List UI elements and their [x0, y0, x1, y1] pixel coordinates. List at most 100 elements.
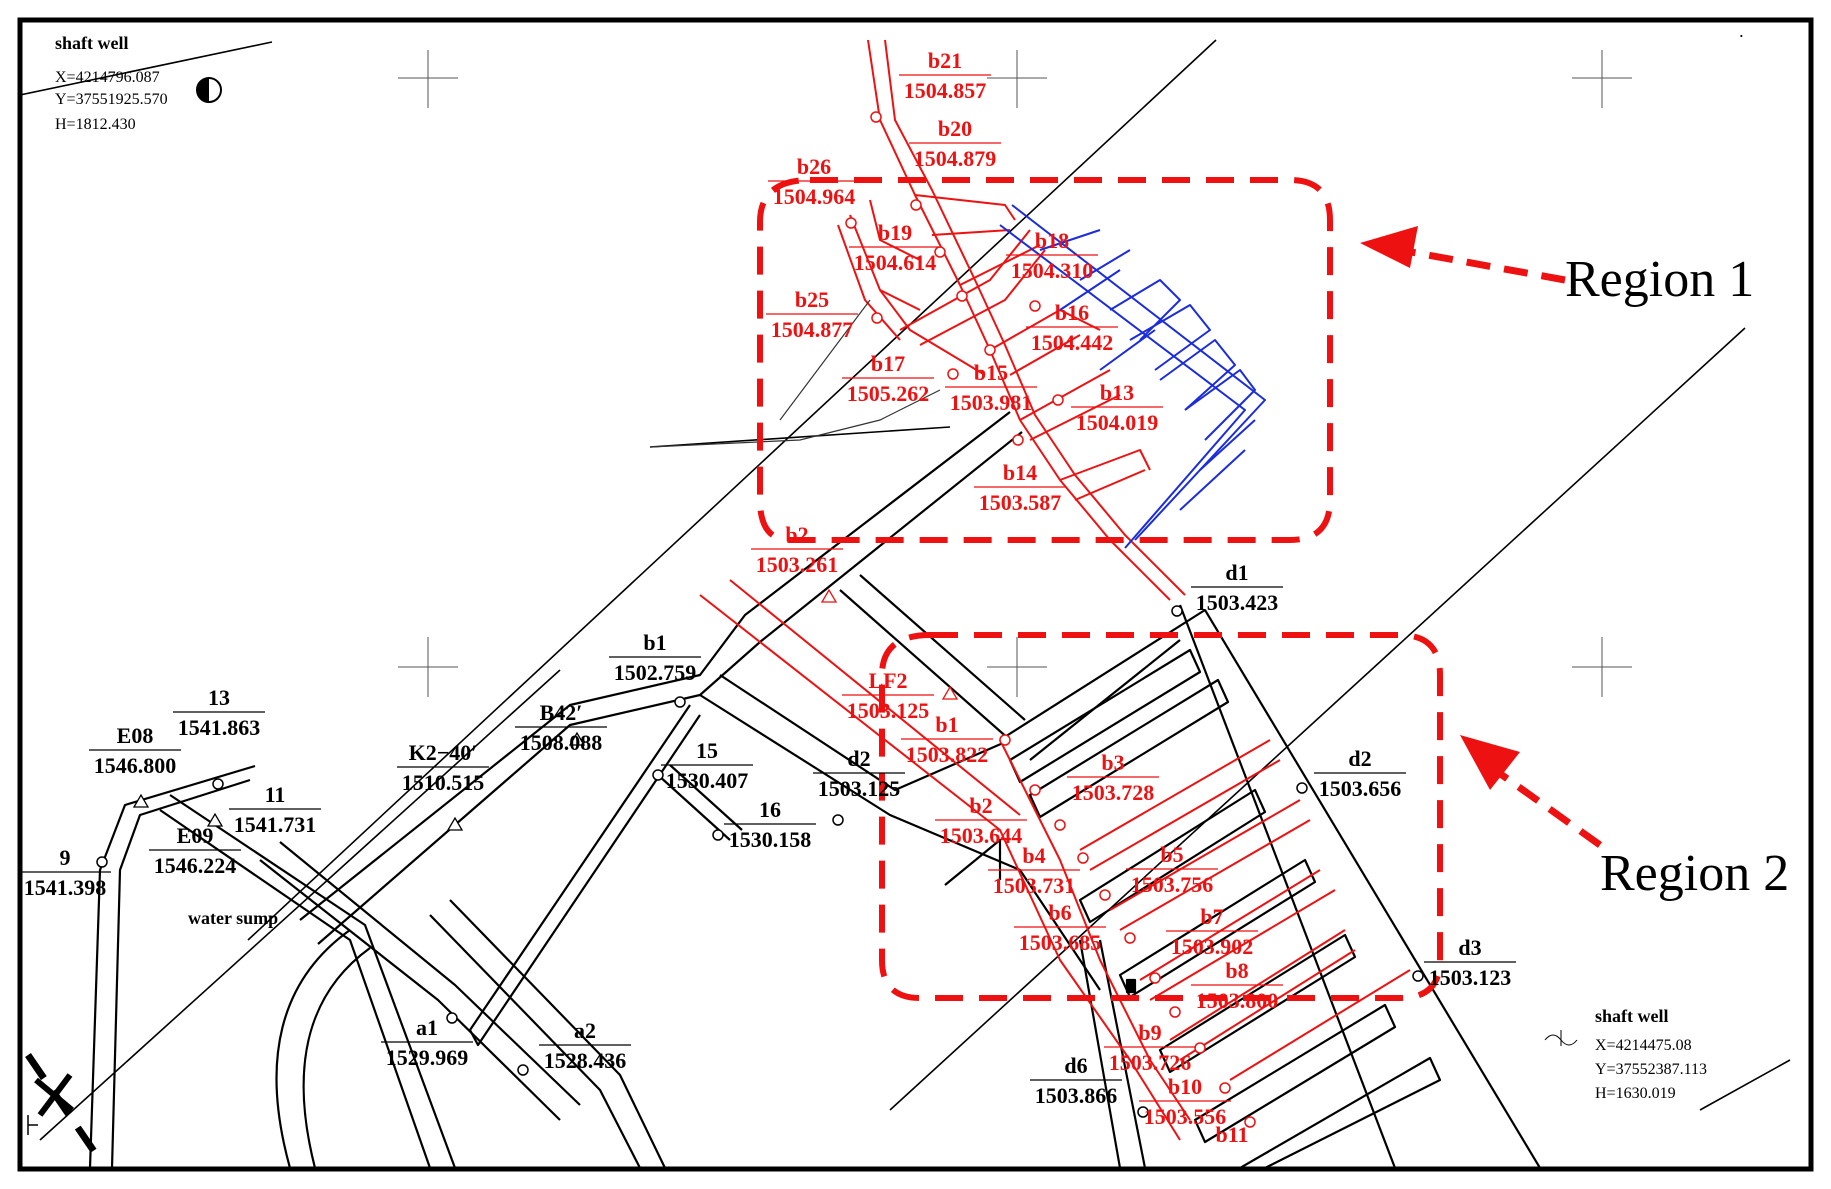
- point-name-d2mid: d2: [847, 746, 870, 771]
- point-elevation-b3: 1503.728: [1072, 780, 1155, 805]
- point-name-p16: 16: [759, 797, 781, 822]
- point-elevation-d1: 1503.423: [1196, 590, 1279, 615]
- point-name-a2: a2: [574, 1018, 596, 1043]
- point-elevation-b9: 1503.726: [1109, 1050, 1192, 1075]
- point-name-b7: b7: [1200, 904, 1223, 929]
- shaft-1-title: shaft well: [55, 33, 129, 53]
- point-name-b1red: b1: [935, 712, 958, 737]
- point-elevation-b6: 1503.685: [1019, 930, 1102, 955]
- point-elevation-b26: 1504.964: [773, 184, 856, 209]
- point-elevation-b14: 1503.587: [979, 490, 1062, 515]
- water-sump-label: water sump: [188, 908, 278, 928]
- region-1-label: Region 1: [1565, 251, 1754, 308]
- region-boxes: [757, 177, 1443, 1001]
- point-elevation-d2right: 1503.656: [1319, 776, 1402, 801]
- point-elevation-p9: 1541.398: [24, 875, 107, 900]
- tunnels-black: [88, 411, 1541, 1167]
- point-name-b6: b6: [1048, 900, 1071, 925]
- point-name-p15: 15: [696, 738, 718, 763]
- shaft-2-x: X=4214475.08: [1595, 1037, 1692, 1054]
- point-name-d6: d6: [1064, 1053, 1087, 1078]
- point-name-d2right: d2: [1348, 746, 1371, 771]
- point-elevation-b1blk: 1502.759: [614, 660, 697, 685]
- point-labels: b211504.857b201504.879b261504.964b191504…: [19, 48, 1516, 1147]
- survey-points-red: [845, 111, 1256, 1128]
- point-name-b16: b16: [1055, 300, 1089, 325]
- top-right-mark: ˙: [1738, 31, 1745, 53]
- shaft-well-icon: [196, 77, 222, 103]
- point-name-b4: b4: [1022, 843, 1045, 868]
- point-name-p9: 9: [60, 845, 71, 870]
- point-elevation-e09: 1546.224: [154, 853, 237, 878]
- point-name-lf2: LF2: [868, 668, 907, 693]
- point-name-b15: b15: [974, 360, 1008, 385]
- point-name-b10: b10: [1168, 1074, 1202, 1099]
- point-elevation-a1: 1529.969: [386, 1045, 469, 1070]
- point-elevation-b25: 1504.877: [771, 317, 854, 342]
- point-name-e09: E09: [177, 823, 214, 848]
- arrow-head-1: [1360, 226, 1418, 268]
- point-elevation-b19: 1504.614: [854, 250, 937, 275]
- point-name-b2top: b2: [785, 522, 808, 547]
- point-elevation-b5: 1503.756: [1131, 872, 1214, 897]
- point-elevation-b2red: 1503.644: [940, 823, 1023, 848]
- point-name-b3: b3: [1101, 750, 1124, 775]
- point-name-p11: 11: [265, 782, 286, 807]
- survey-points: [96, 605, 1424, 1118]
- point-elevation-b18: 1504.310: [1011, 258, 1094, 283]
- point-elevation-b4: 1503.731: [993, 873, 1076, 898]
- map-frame: [17, 17, 1814, 1172]
- point-name-b20: b20: [938, 116, 972, 141]
- grid-crosses: [398, 50, 1632, 697]
- survey-triangles-red: [820, 588, 959, 700]
- point-elevation-p15: 1530.407: [666, 768, 749, 793]
- boundary-marker: [25, 1053, 103, 1162]
- point-name-b14: b14: [1003, 460, 1037, 485]
- point-elevation-d3: 1503.123: [1429, 965, 1512, 990]
- point-elevation-b42: 1508.088: [520, 730, 603, 755]
- shaft-1-h: H=1812.430: [55, 116, 136, 133]
- arrow-head-2: [1460, 735, 1520, 790]
- shaft-2-title: shaft well: [1595, 1006, 1669, 1026]
- point-name-d1: d1: [1225, 560, 1248, 585]
- point-elevation-b1red: 1503.822: [906, 742, 989, 767]
- point-elevation-d2mid: 1503.125: [818, 776, 901, 801]
- region-2-box: [879, 632, 1443, 1001]
- region-arrows: [1360, 226, 1603, 848]
- point-elevation-b21: 1504.857: [904, 78, 987, 103]
- point-elevation-b8: 1503.800: [1196, 988, 1279, 1013]
- connector-lines: [649, 299, 941, 448]
- shaft-well-icon-2: [1544, 1030, 1578, 1046]
- point-elevation-b20: 1504.879: [914, 146, 997, 171]
- survey-triangles: [132, 731, 586, 831]
- point-elevation-b17: 1505.262: [847, 381, 930, 406]
- point-elevation-p16: 1530.158: [729, 827, 812, 852]
- point-elevation-p13: 1541.863: [178, 715, 261, 740]
- shaft-2-y: Y=37552387.113: [1595, 1061, 1707, 1078]
- point-name-e08: E08: [117, 723, 154, 748]
- point-name-b11: b11: [1215, 1122, 1248, 1147]
- point-name-b9: b9: [1138, 1020, 1161, 1045]
- point-elevation-e08: 1546.800: [94, 753, 177, 778]
- point-elevation-b10: 1503.556: [1144, 1104, 1227, 1129]
- tunnels-blue: [999, 204, 1266, 549]
- point-elevation-b15: 1503.981: [950, 390, 1033, 415]
- point-name-b1blk: b1: [643, 630, 666, 655]
- point-name-b21: b21: [928, 48, 962, 73]
- region-2-label: Region 2: [1600, 845, 1789, 902]
- point-elevation-b2top: 1503.261: [756, 552, 839, 577]
- point-name-b5: b5: [1160, 842, 1183, 867]
- point-name-b2red: b2: [969, 793, 992, 818]
- point-elevation-b13: 1504.019: [1076, 410, 1159, 435]
- point-name-p13: 13: [208, 685, 230, 710]
- point-elevation-b7: 1503.902: [1171, 934, 1254, 959]
- point-name-b18: b18: [1035, 228, 1069, 253]
- point-name-d3: d3: [1458, 935, 1481, 960]
- shaft-1-y: Y=37551925.570: [55, 91, 168, 108]
- region-1-box: [757, 177, 1333, 543]
- point-name-k2: K2−40′: [409, 740, 478, 765]
- point-name-b19: b19: [878, 220, 912, 245]
- point-name-b8: b8: [1225, 958, 1248, 983]
- point-name-a1: a1: [416, 1015, 438, 1040]
